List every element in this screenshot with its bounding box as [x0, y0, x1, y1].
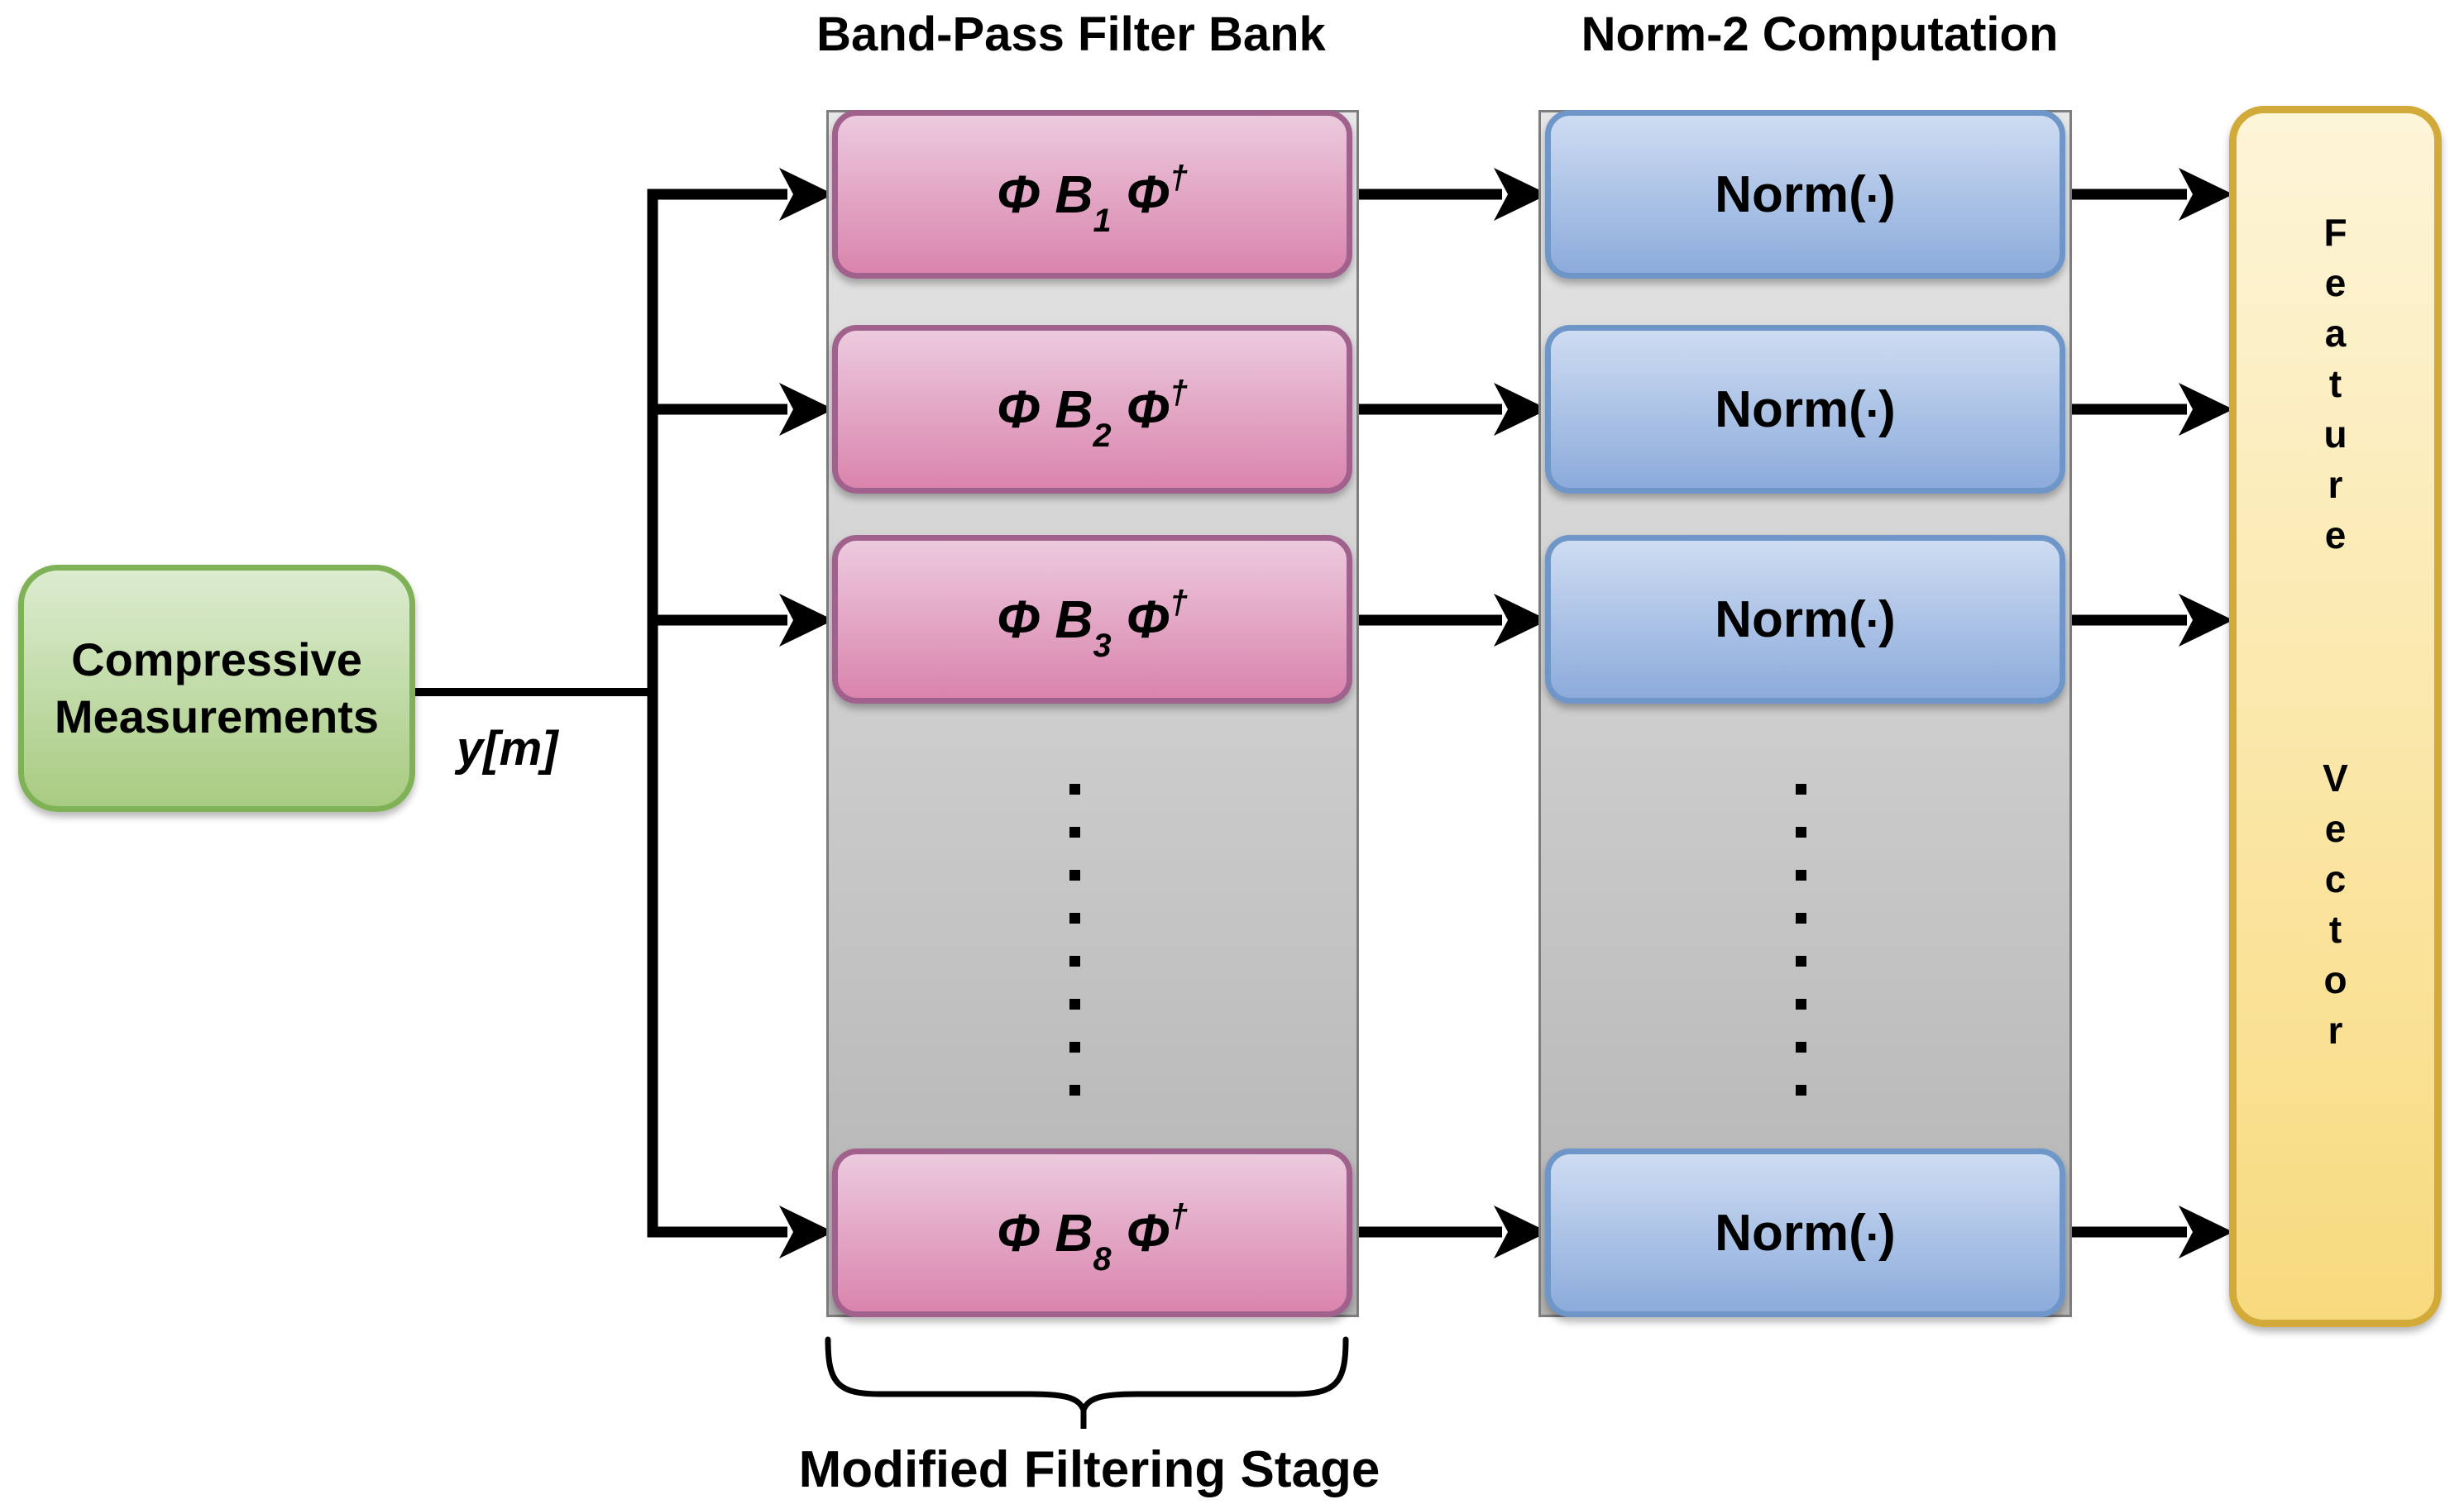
- filter-label: Φ B1 Φ†: [996, 159, 1189, 239]
- signal-label: y[m]: [457, 722, 558, 776]
- norm-box-8: Norm(▪): [1545, 1148, 2065, 1317]
- brace: [825, 1336, 1349, 1429]
- norm-column: [1538, 110, 2072, 1317]
- norm-argument-dot: ▪: [1867, 1220, 1878, 1251]
- norm-label: Norm(▪): [1715, 380, 1896, 438]
- filter-box-b2: Φ B2 Φ†: [832, 325, 1352, 494]
- filter-bank-column: [826, 110, 1359, 1317]
- source-line1: Compressive: [71, 633, 362, 686]
- norm-label: Norm(▪): [1715, 1204, 1896, 1262]
- modified-filtering-stage-caption: Modified Filtering Stage: [798, 1441, 1380, 1498]
- norm-box-2: Norm(▪): [1545, 325, 2065, 494]
- norm-argument-dot: ▪: [1867, 607, 1878, 638]
- vertical-ellipsis-norms: [1796, 784, 1806, 1096]
- filter-box-b8: Φ B8 Φ†: [832, 1148, 1352, 1317]
- compressive-measurements-box: Compressive Measurements: [18, 565, 415, 812]
- norm-argument-dot: ▪: [1867, 182, 1878, 213]
- norm-argument-dot: ▪: [1867, 397, 1878, 427]
- vertical-ellipsis-filters: [1069, 784, 1080, 1096]
- norm-label: Norm(▪): [1715, 590, 1896, 648]
- filter-label: Φ B8 Φ†: [996, 1197, 1189, 1277]
- source-line2: Measurements: [54, 690, 380, 743]
- norm-label: Norm(▪): [1715, 165, 1896, 223]
- feature-vector-box: Feature Vector: [2229, 106, 2442, 1327]
- norm-box-1: Norm(▪): [1545, 110, 2065, 279]
- norm-box-3: Norm(▪): [1545, 535, 2065, 704]
- feature-word: Feature: [2313, 211, 2357, 564]
- filter-box-b3: Φ B3 Φ†: [832, 535, 1352, 704]
- filter-label: Φ B2 Φ†: [996, 374, 1189, 454]
- filter-label: Φ B3 Φ†: [996, 584, 1189, 664]
- filter-bank-title: Band-Pass Filter Bank: [816, 7, 1326, 61]
- norm-computation-title: Norm-2 Computation: [1581, 7, 2059, 61]
- filter-box-b1: Φ B1 Φ†: [832, 110, 1352, 279]
- vector-word: Vector: [2313, 757, 2357, 1059]
